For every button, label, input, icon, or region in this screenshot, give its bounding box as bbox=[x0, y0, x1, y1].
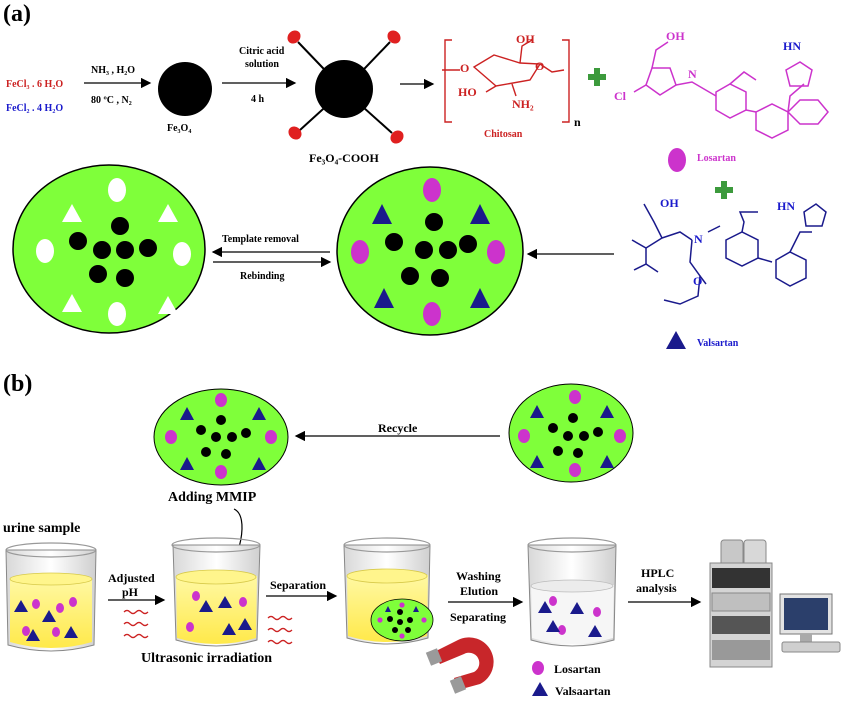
imprinted-polymer-empty bbox=[12, 164, 206, 334]
fe3o4-nanoparticle bbox=[158, 62, 212, 116]
condition-2-mid: solution bbox=[245, 59, 279, 70]
losartan-label: Losartan bbox=[697, 153, 736, 164]
ultrasonic-label: Ultrasonic irradiation bbox=[141, 651, 273, 666]
elution-label: Elution bbox=[460, 584, 499, 598]
losartan-structure bbox=[633, 41, 829, 139]
valsartan-o: O bbox=[693, 274, 703, 288]
template-removal-label: Template removal bbox=[222, 234, 299, 245]
losartan-oh: OH bbox=[666, 29, 685, 43]
losartan-marker bbox=[668, 148, 686, 172]
valsartan-label: Valsartan bbox=[697, 338, 739, 349]
valsartan-oh: OH bbox=[660, 196, 679, 210]
ph-label: pH bbox=[122, 585, 139, 599]
ultrasonic-waves bbox=[123, 609, 293, 645]
used-mmip bbox=[508, 383, 634, 483]
hplc-label: HPLC bbox=[641, 566, 675, 580]
valsartan-n: N bbox=[694, 232, 703, 246]
adjusted-label: Adjusted bbox=[108, 571, 155, 585]
condition-1-bottom: 80 ºC , N₂ bbox=[91, 95, 132, 106]
panel-b-label: (b) bbox=[3, 371, 33, 397]
beaker-eluate bbox=[527, 537, 617, 647]
chitosan-ho: HO bbox=[458, 85, 477, 99]
imprinted-polymer-loaded bbox=[336, 166, 524, 336]
beaker-magnetic-separation bbox=[343, 537, 434, 645]
chitosan-oh: OH bbox=[516, 32, 535, 46]
losartan-cl: Cl bbox=[614, 89, 626, 103]
valsartan-hn: HN bbox=[777, 199, 795, 213]
beaker-urine-sample bbox=[5, 542, 97, 652]
legend-valsartan-label: Valsaartan bbox=[555, 684, 611, 698]
beaker-adsorption bbox=[171, 537, 261, 647]
plus-sign-2 bbox=[715, 181, 733, 199]
fe3o4-cooh-particle bbox=[287, 30, 404, 144]
separating-label: Separating bbox=[450, 610, 507, 624]
urine-sample-label: urine sample bbox=[3, 521, 81, 536]
fecl3-label: FeCl₃ . 6 H₂O bbox=[6, 79, 64, 90]
chitosan-o-link: O bbox=[460, 61, 470, 75]
rebinding-label: Rebinding bbox=[240, 271, 285, 282]
valsartan-structure bbox=[631, 203, 827, 305]
recycled-mmip bbox=[153, 388, 289, 486]
adding-mmip-label: Adding MMIP bbox=[168, 490, 257, 505]
panel-a-label: (a) bbox=[3, 1, 31, 27]
condition-1-top: NH₃ , H₂O bbox=[91, 65, 136, 76]
analysis-label: analysis bbox=[636, 581, 677, 595]
separation-label: Separation bbox=[270, 578, 327, 592]
fe3o4-label: Fe₃O₄ bbox=[167, 123, 192, 134]
valsartan-marker bbox=[666, 331, 686, 349]
legend-losartan-marker bbox=[532, 661, 544, 675]
recycle-label: Recycle bbox=[378, 421, 418, 435]
fecl2-label: FeCl₂ . 4 H₂O bbox=[6, 103, 64, 114]
hplc-instrument-icon bbox=[709, 539, 841, 668]
condition-2-bottom: 4 h bbox=[251, 94, 265, 105]
chitosan-o-ring: O bbox=[535, 59, 545, 73]
magnet-icon bbox=[425, 637, 494, 694]
condition-2-top: Citric acid bbox=[239, 46, 285, 57]
legend-losartan-label: Losartan bbox=[554, 662, 601, 676]
washing-label: Washing bbox=[456, 569, 501, 583]
legend-valsartan-marker bbox=[532, 682, 548, 696]
plus-sign-1 bbox=[588, 68, 606, 86]
fe3o4-cooh-label: Fe₃O₄-COOH bbox=[309, 151, 379, 165]
chitosan-label: Chitosan bbox=[484, 129, 523, 140]
chitosan-nh2: NH₂ bbox=[512, 97, 534, 111]
chitosan-n: n bbox=[574, 115, 581, 129]
losartan-n: N bbox=[688, 67, 697, 81]
chitosan-structure bbox=[442, 39, 570, 123]
losartan-hn: HN bbox=[783, 39, 801, 53]
